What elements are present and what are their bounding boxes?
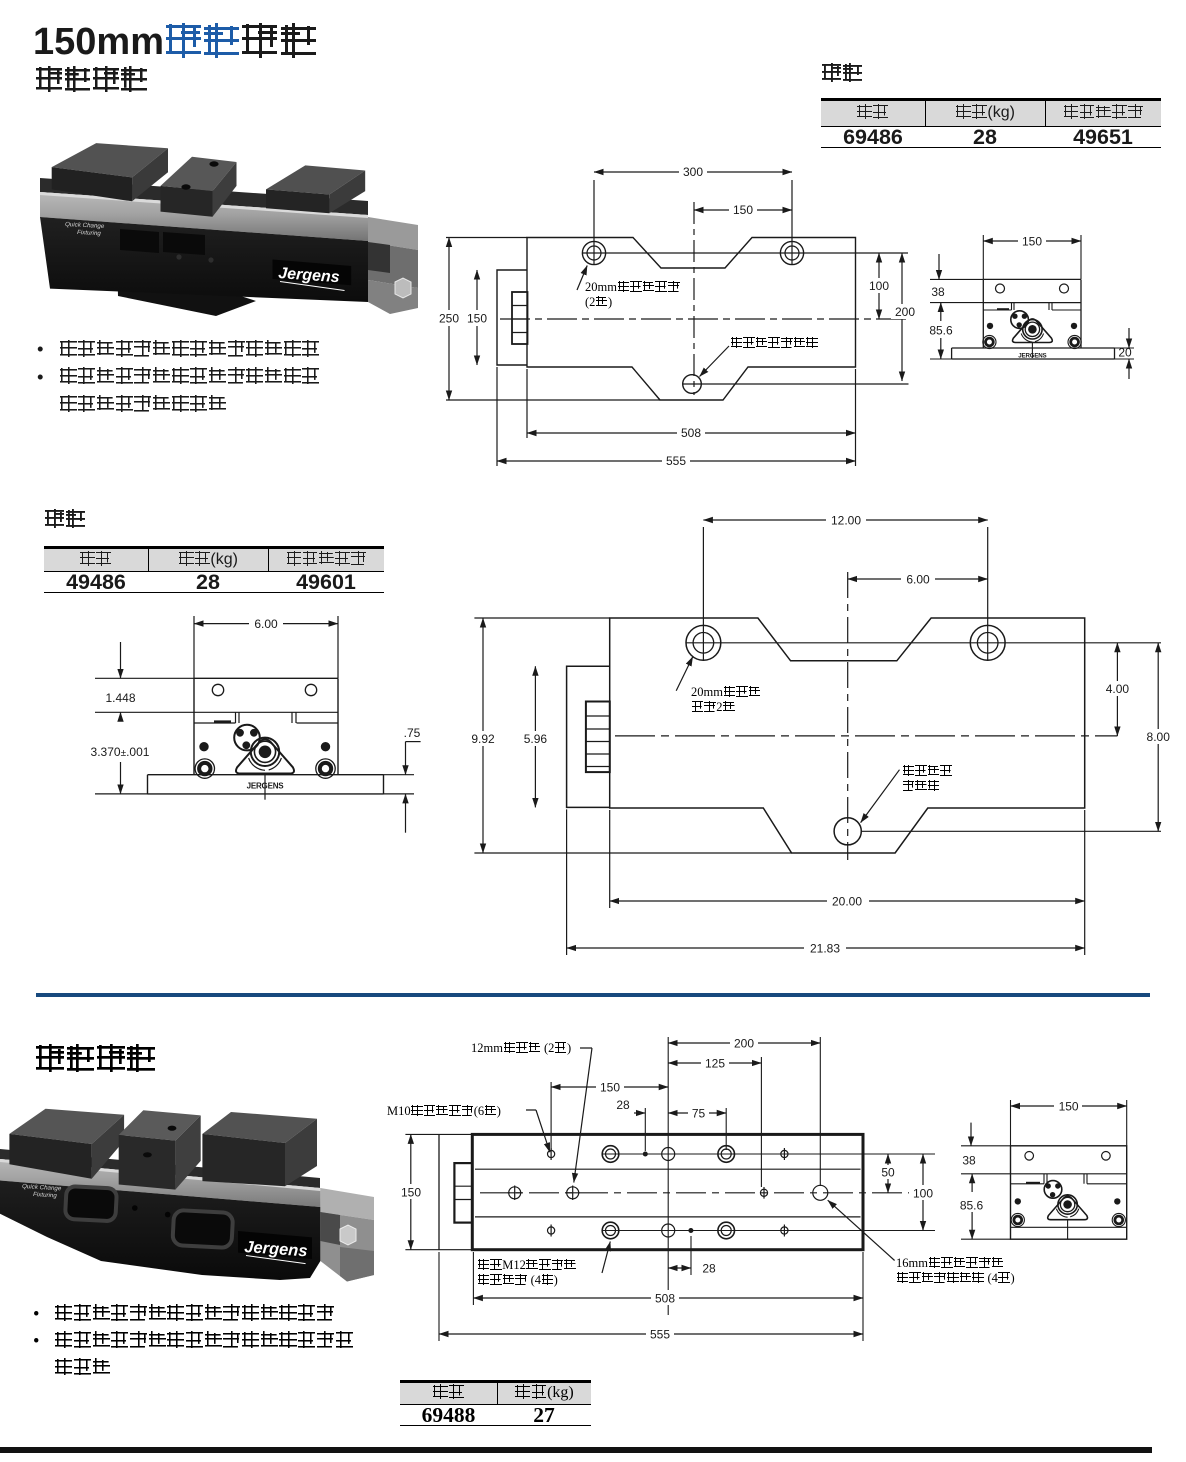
- svg-text:555: 555: [666, 454, 686, 468]
- svg-text:20: 20: [1118, 346, 1132, 360]
- svg-text:5.96: 5.96: [524, 732, 548, 746]
- svg-text:508: 508: [655, 1292, 675, 1306]
- svg-text:100: 100: [913, 1187, 933, 1201]
- svg-text:Fixturing: Fixturing: [77, 229, 102, 237]
- svg-text:28: 28: [702, 1262, 716, 1276]
- svg-text:4.00: 4.00: [1106, 682, 1130, 696]
- svg-text:JERGENS: JERGENS: [1018, 353, 1046, 360]
- svg-text:125: 125: [705, 1057, 725, 1071]
- svg-text:20.00: 20.00: [832, 895, 862, 909]
- svg-text:555: 555: [650, 1328, 670, 1342]
- svg-text:6.00: 6.00: [906, 573, 930, 587]
- svg-text:9.92: 9.92: [471, 732, 495, 746]
- svg-text:38: 38: [931, 285, 945, 299]
- svg-text:508: 508: [681, 426, 701, 440]
- svg-text:300: 300: [683, 165, 703, 179]
- svg-text:6.00: 6.00: [254, 617, 278, 631]
- svg-text:1.448: 1.448: [105, 691, 135, 705]
- svg-text:200: 200: [895, 305, 915, 319]
- svg-text:Jergens: Jergens: [278, 265, 341, 286]
- svg-text:150: 150: [733, 203, 753, 217]
- svg-text:150: 150: [467, 312, 487, 326]
- svg-text:28: 28: [616, 1098, 630, 1112]
- svg-text:100: 100: [869, 279, 889, 293]
- svg-text:150: 150: [401, 1186, 421, 1200]
- svg-text:150: 150: [1022, 235, 1042, 249]
- svg-text:200: 200: [734, 1037, 754, 1051]
- svg-text:75: 75: [692, 1107, 706, 1121]
- svg-text:Jergens: Jergens: [244, 1238, 308, 1260]
- svg-text:38: 38: [962, 1154, 976, 1168]
- svg-text:8.00: 8.00: [1147, 730, 1171, 744]
- svg-text:Quick Change: Quick Change: [22, 1183, 62, 1192]
- svg-text:150: 150: [1059, 1100, 1079, 1114]
- svg-text:JERGENS: JERGENS: [247, 782, 285, 791]
- svg-text:21.83: 21.83: [810, 942, 840, 956]
- svg-text:Fixturing: Fixturing: [33, 1191, 58, 1199]
- svg-text:Quick Change: Quick Change: [65, 221, 105, 230]
- svg-text:50: 50: [881, 1166, 895, 1180]
- svg-text:.75: .75: [404, 726, 421, 740]
- svg-text:250: 250: [439, 312, 459, 326]
- svg-text:85.6: 85.6: [929, 324, 953, 338]
- svg-text:12.00: 12.00: [831, 514, 861, 528]
- svg-text:150: 150: [600, 1081, 620, 1095]
- svg-text:85.6: 85.6: [960, 1199, 984, 1213]
- svg-text:3.370±.001: 3.370±.001: [91, 745, 150, 759]
